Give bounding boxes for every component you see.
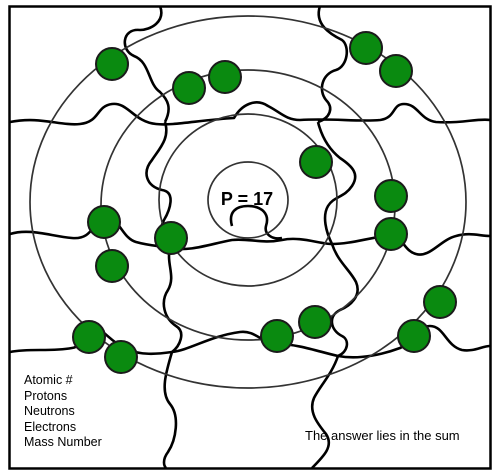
electron	[208, 60, 242, 94]
electron	[374, 179, 408, 213]
checklist-item-neutrons: Neutrons	[24, 404, 75, 418]
electron	[104, 340, 138, 374]
electron	[379, 54, 413, 88]
electron	[260, 319, 294, 353]
electron	[299, 145, 333, 179]
checklist-item-atomic-number: Atomic #	[24, 373, 73, 387]
electron	[423, 285, 457, 319]
electron	[154, 221, 188, 255]
cut-row2	[9, 216, 491, 256]
electron	[72, 320, 106, 354]
electron	[95, 249, 129, 283]
shell-4	[29, 15, 467, 389]
electron	[87, 205, 121, 239]
electron	[95, 47, 129, 81]
cut-row1	[9, 101, 491, 126]
electrons	[72, 31, 457, 374]
cut-lower-left	[162, 247, 183, 354]
checklist-item-electrons: Electrons	[24, 419, 77, 434]
cut-nucleus-tab	[229, 204, 283, 240]
puzzle-border	[8, 5, 492, 470]
cut-right-col	[316, 121, 357, 245]
footer-hint: The answer lies in the sum	[305, 428, 460, 443]
cut-lower-right	[330, 243, 359, 358]
cut-bottom-right	[310, 355, 340, 469]
cut-bottom-mid	[162, 351, 178, 469]
cut-top-right-piece	[317, 5, 349, 124]
checklist-item-protons: Protons	[24, 388, 68, 403]
electron	[397, 319, 431, 353]
electron	[298, 305, 332, 339]
cut-top-left-piece	[123, 5, 170, 123]
electron	[374, 217, 408, 251]
shell-2	[158, 113, 338, 287]
checklist: Atomic # Protons Neutrons Electrons Mass…	[24, 373, 106, 451]
electron	[172, 71, 206, 105]
shell-1	[207, 161, 289, 239]
checklist-item-mass-number: Mass Number	[24, 435, 102, 449]
electron	[349, 31, 383, 65]
nucleus-label: P = 17	[221, 189, 273, 209]
